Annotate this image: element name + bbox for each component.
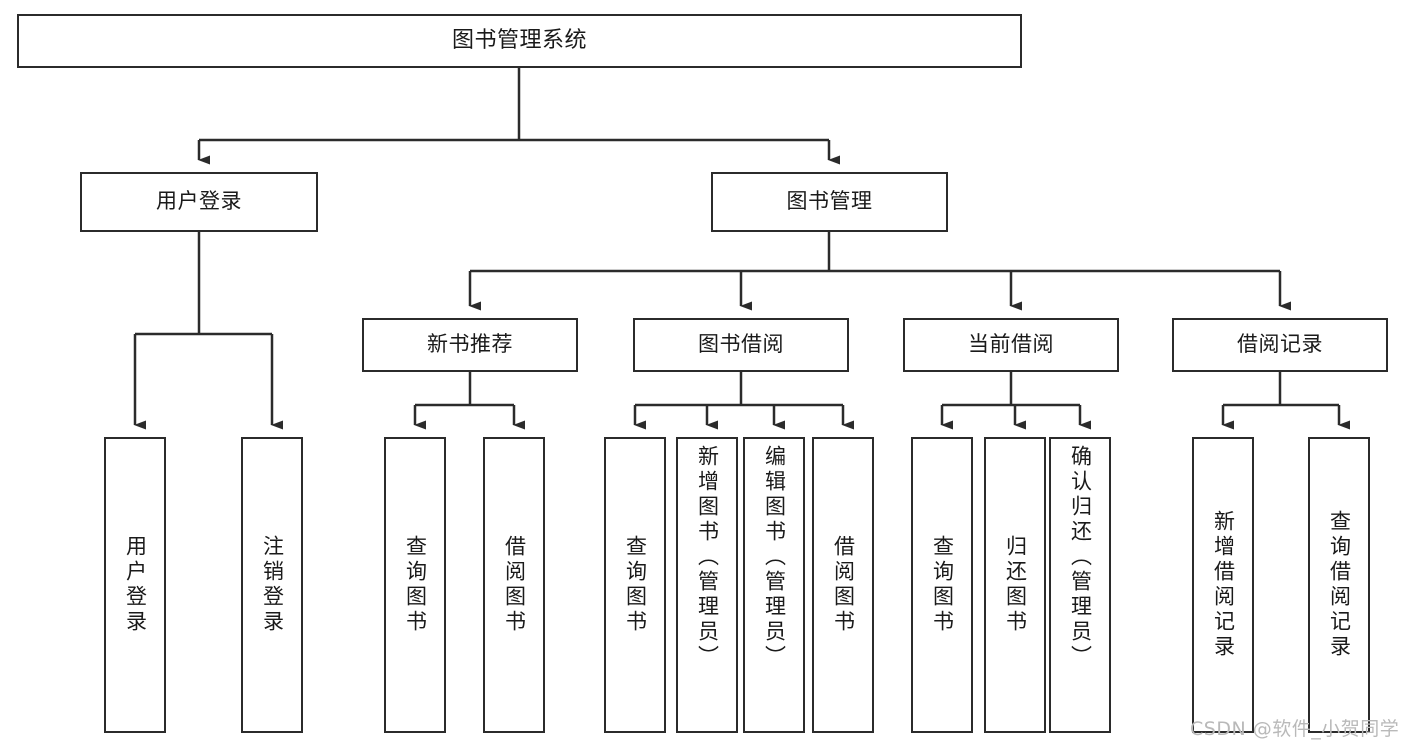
node-label: 当前借阅 [968,332,1054,357]
leaf-query-books-current[interactable]: 查询图书 [911,437,973,733]
node-new-book-recommendation[interactable]: 新书推荐 [362,318,578,372]
leaf-borrow-books-recommend[interactable]: 借阅图书 [483,437,545,733]
leaf-add-book-admin[interactable]: 新增图书（管理员） [676,437,738,733]
leaf-add-borrow-record[interactable]: 新增借阅记录 [1192,437,1254,733]
node-label: 查询借阅记录 [1327,510,1352,660]
leaf-user-login[interactable]: 用户登录 [104,437,166,733]
node-book-management[interactable]: 图书管理 [711,172,948,232]
node-label: 新增借阅记录 [1211,510,1236,660]
node-label: 图书借阅 [698,332,784,357]
leaf-borrow-book[interactable]: 借阅图书 [812,437,874,733]
csdn-watermark: CSDN @软件_小贺同学 [1190,718,1400,740]
leaf-return-book[interactable]: 归还图书 [984,437,1046,733]
node-label: 图书管理系统 [451,27,587,53]
node-label: 用户登录 [156,189,242,214]
leaf-confirm-return-admin[interactable]: 确认归还（管理员） [1049,437,1111,733]
node-borrow-records[interactable]: 借阅记录 [1172,318,1388,372]
node-root-system[interactable]: 图书管理系统 [17,14,1022,68]
node-label: 借阅记录 [1237,332,1323,357]
node-label: 借阅图书 [502,535,527,635]
node-label: 注销登录 [260,535,285,635]
node-user-login[interactable]: 用户登录 [80,172,318,232]
node-label: 确认归还（管理员） [1068,445,1093,670]
node-label: 新增图书（管理员） [695,445,720,670]
node-label: 借阅图书 [831,535,856,635]
node-label: 查询图书 [623,535,648,635]
node-book-borrow[interactable]: 图书借阅 [633,318,849,372]
leaf-query-books-borrow[interactable]: 查询图书 [604,437,666,733]
node-label: 查询图书 [930,535,955,635]
leaf-query-borrow-record[interactable]: 查询借阅记录 [1308,437,1370,733]
node-label: 用户登录 [123,535,148,635]
node-label: 查询图书 [403,535,428,635]
node-label: 编辑图书（管理员） [762,445,787,670]
node-label: 图书管理 [786,189,873,214]
leaf-edit-book-admin[interactable]: 编辑图书（管理员） [743,437,805,733]
node-label: 归还图书 [1003,535,1028,635]
node-label: 新书推荐 [427,332,513,357]
leaf-query-books-recommend[interactable]: 查询图书 [384,437,446,733]
leaf-logout[interactable]: 注销登录 [241,437,303,733]
node-current-borrow[interactable]: 当前借阅 [903,318,1119,372]
